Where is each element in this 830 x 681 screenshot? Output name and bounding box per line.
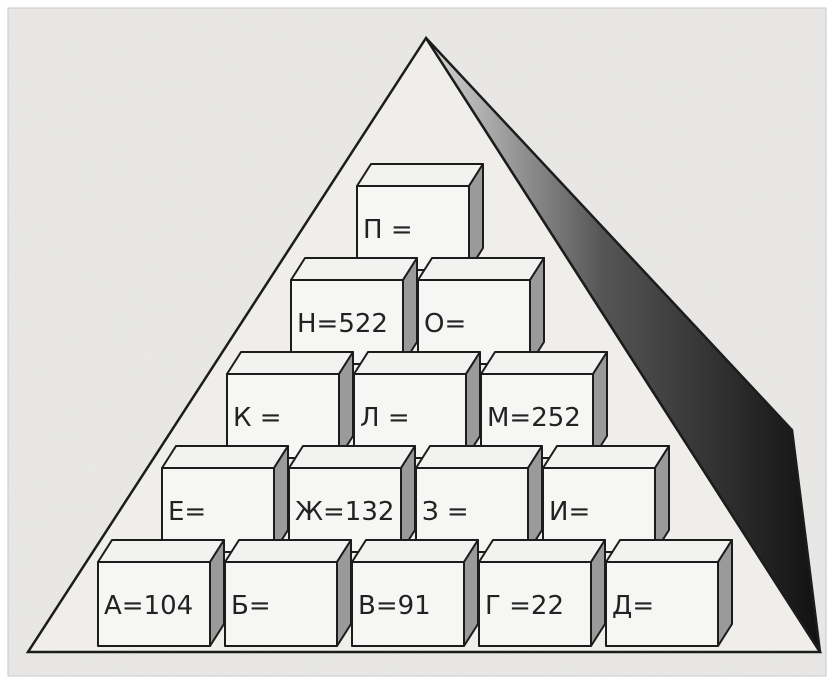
block-top-face bbox=[415, 445, 543, 469]
block-label-l: Л = bbox=[360, 403, 410, 433]
block-d: Д= bbox=[605, 539, 733, 647]
block-top-face bbox=[480, 351, 608, 375]
block-b: Б= bbox=[224, 539, 352, 647]
block-n: Н=522 bbox=[290, 257, 418, 365]
block-top-face bbox=[290, 257, 418, 281]
block-label-v: В=91 bbox=[358, 591, 431, 621]
block-top-face bbox=[161, 445, 289, 469]
block-g: Г =22 bbox=[478, 539, 606, 647]
block-top-face bbox=[353, 351, 481, 375]
block-label-zh: Ж=132 bbox=[295, 497, 394, 527]
block-a: А=104 bbox=[97, 539, 225, 647]
block-e: Е= bbox=[161, 445, 289, 553]
block-label-d: Д= bbox=[612, 591, 654, 621]
block-front-face bbox=[224, 561, 338, 647]
block-top-face bbox=[478, 539, 606, 563]
block-label-p: П = bbox=[363, 215, 413, 245]
block-label-b: Б= bbox=[231, 591, 271, 621]
block-label-e: Е= bbox=[168, 497, 206, 527]
block-top-face bbox=[351, 539, 479, 563]
block-label-a: А=104 bbox=[104, 591, 193, 621]
block-k: К = bbox=[226, 351, 354, 459]
block-top-face bbox=[542, 445, 670, 469]
block-top-face bbox=[224, 539, 352, 563]
block-top-face bbox=[356, 163, 484, 187]
block-label-n: Н=522 bbox=[297, 309, 388, 339]
block-front-face bbox=[351, 561, 465, 647]
block-label-o: О= bbox=[424, 309, 466, 339]
block-m: М=252 bbox=[480, 351, 608, 459]
block-p: П = bbox=[356, 163, 484, 271]
block-top-face bbox=[97, 539, 225, 563]
block-l: Л = bbox=[353, 351, 481, 459]
block-o: О= bbox=[417, 257, 545, 365]
block-top-face bbox=[605, 539, 733, 563]
block-top-face bbox=[226, 351, 354, 375]
block-z: З = bbox=[415, 445, 543, 553]
block-label-m: М=252 bbox=[487, 403, 581, 433]
block-front-face bbox=[478, 561, 592, 647]
block-top-face bbox=[288, 445, 416, 469]
block-zh: Ж=132 bbox=[288, 445, 416, 553]
block-v: В=91 bbox=[351, 539, 479, 647]
block-label-z: З = bbox=[422, 497, 469, 527]
block-label-k: К = bbox=[233, 403, 282, 433]
block-label-g: Г =22 bbox=[485, 591, 564, 621]
block-front-face bbox=[97, 561, 211, 647]
block-i: И= bbox=[542, 445, 670, 553]
block-label-i: И= bbox=[549, 497, 590, 527]
block-front-face bbox=[605, 561, 719, 647]
pyramid-shadow-face bbox=[424, 37, 822, 653]
block-top-face bbox=[417, 257, 545, 281]
